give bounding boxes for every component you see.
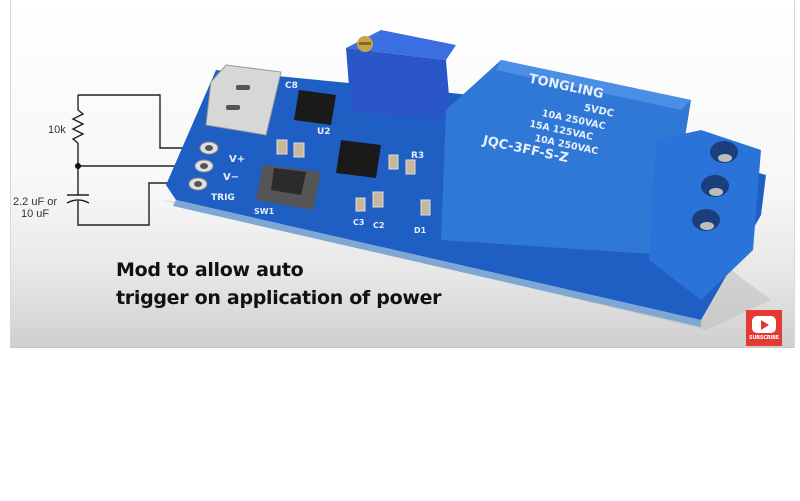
- subscribe-button[interactable]: SUBSCRIBE: [746, 310, 782, 346]
- youtube-play-icon: [752, 315, 776, 333]
- svg-text:U2: U2: [317, 127, 331, 137]
- svg-text:C2: C2: [373, 221, 384, 230]
- frame-divider: [10, 347, 795, 348]
- svg-text:D1: D1: [414, 226, 427, 235]
- subscribe-label: SUBSCRIBE: [749, 334, 779, 341]
- pin-label-vminus: V−: [223, 172, 239, 183]
- caption-line-2: trigger on application of power: [116, 287, 442, 309]
- video-frame: V+ V− TRIG U2 R3 SW1 C3 C2 D1 C8 TONGLIN…: [10, 0, 795, 347]
- svg-text:C8: C8: [285, 81, 298, 91]
- svg-text:SW1: SW1: [254, 207, 275, 216]
- svg-text:R3: R3: [411, 151, 424, 161]
- svg-text:C3: C3: [353, 218, 364, 227]
- caption: Mod to allow auto trigger on application…: [116, 256, 442, 312]
- resistor-label: 10k: [48, 124, 66, 136]
- pin-label-trig: TRIG: [211, 193, 235, 203]
- pin-label-vplus: V+: [229, 154, 245, 165]
- relay-module-photo: V+ V− TRIG U2 R3 SW1 C3 C2 D1 C8 TONGLIN…: [66, 30, 771, 330]
- caption-line-1: Mod to allow auto: [116, 259, 304, 281]
- capacitor-label-line1: 2.2 uF or: [13, 196, 58, 208]
- capacitor-label-line2: 10 uF: [21, 208, 50, 220]
